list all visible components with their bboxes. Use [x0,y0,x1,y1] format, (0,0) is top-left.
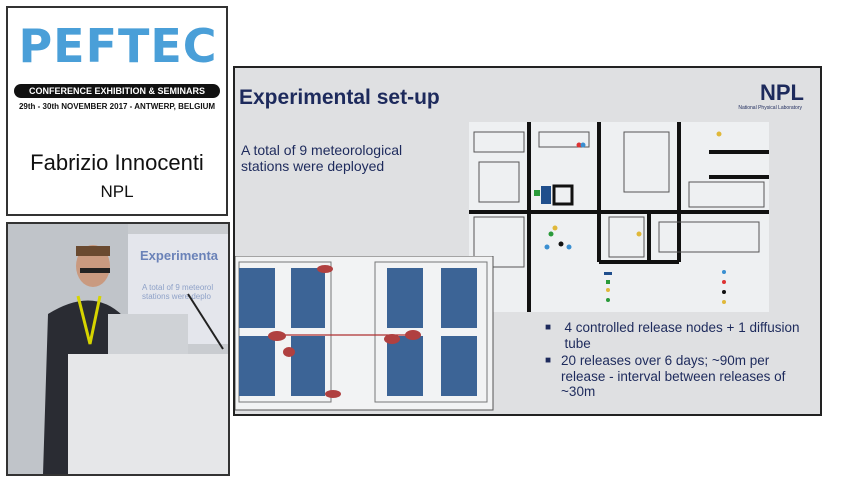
site-map [469,122,769,312]
bullet-item: ■4 controlled release nodes + 1 diffusio… [545,320,800,351]
projected-slide-text: A total of 9 meteorol stations were depl… [142,283,214,301]
npl-logo: NPL [760,80,804,105]
speaker-scene [8,224,228,474]
peftec-logo: PEFTEC [18,19,218,73]
release-layout-diagram [235,256,494,411]
lectern [68,354,228,474]
slide-bullets: ■4 controlled release nodes + 1 diffusio… [545,320,815,402]
projected-slide-title: Experimenta [140,248,219,263]
npl-logo-subtitle: National Physical Laboratory [738,105,802,111]
conference-banner: CONFERENCE EXHIBITION & SEMINARS [14,84,220,98]
lanyard [76,295,102,345]
map-legend [599,268,769,312]
slide-intro-text: A total of 9 meteorological stations wer… [241,142,403,174]
speaker-name: Fabrizio Innocenti [30,150,204,175]
conference-dates: 29th - 30th NOVEMBER 2017 - ANTWERP, BEL… [18,102,216,111]
laptop-icon [108,314,188,354]
conference-branding-panel: PEFTEC CONFERENCE EXHIBITION & SEMINARS … [6,6,228,216]
slide-title: Experimental set-up [239,86,440,109]
microphone-icon [187,293,224,350]
speaker-video: Experimenta A total of 9 meteorol statio… [6,222,230,476]
speaker-organisation: NPL [100,182,134,201]
bullet-item: ■20 releases over 6 days; ~90m per relea… [545,353,786,399]
release-nodes [268,265,421,398]
presentation-slide: Experimental set-up NPL National Physica… [233,66,822,416]
